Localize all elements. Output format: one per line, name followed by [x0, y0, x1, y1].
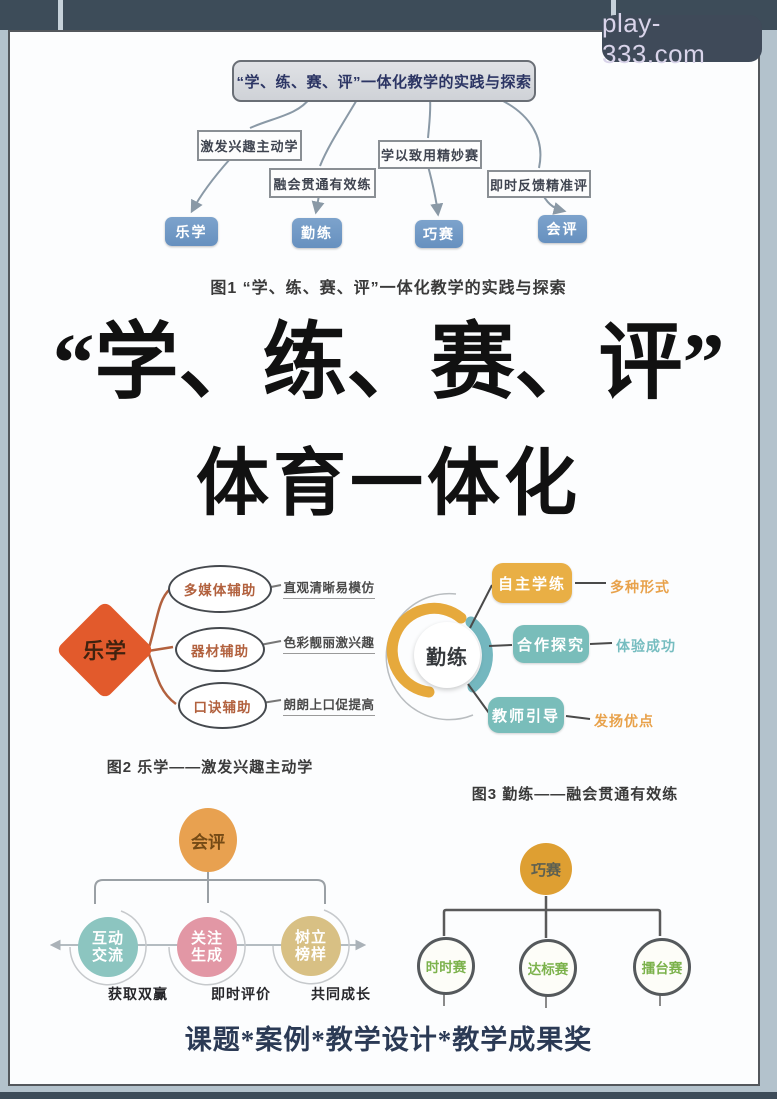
fig3-benefit-label: 多种形式	[610, 579, 670, 595]
watermark-badge: play-333.com	[602, 8, 762, 69]
fig1-root-node: “学、练、赛、评”一体化教学的实践与探索	[232, 60, 536, 102]
fig2-benefit-label: 直观清晰易模仿	[283, 577, 375, 599]
fig2-center-label: 乐学	[83, 640, 127, 663]
footer-awards-line: 课题*案例*教学设计*教学成果奖	[184, 1025, 593, 1055]
fig3-center-circle: 勤练	[414, 622, 480, 688]
main-title-line2: 体育一体化	[196, 443, 581, 524]
fig4-benefit-label: 获取双赢	[108, 986, 168, 1002]
fig4-node-label: 生成	[190, 947, 223, 964]
fig1-stage-qiaosai: 巧赛	[415, 220, 463, 248]
fig2-caption: 图2 乐学——激发兴趣主动学	[106, 759, 314, 776]
fig1-branch-label: 即时反馈精准评	[489, 177, 588, 193]
fig1-stage-label: 勤练	[301, 225, 333, 241]
fig2-benefit-label: 色彩靓丽激兴趣	[283, 632, 375, 654]
fig3-benefit-label: 体验成功	[616, 638, 676, 654]
fig1-caption: 图1 “学、练、赛、评”一体化教学的实践与探索	[210, 280, 567, 297]
fig5-center-circle: 巧赛	[520, 843, 572, 895]
fig3-node-label: 合作探究	[516, 636, 585, 654]
fig4-node-role-model: 树立 榜样	[281, 916, 341, 976]
fig1-stage-qinlian: 勤练	[292, 218, 342, 248]
watermark-text: play-333.com	[602, 7, 706, 69]
fig5-node-label: 达标赛	[527, 962, 569, 977]
fig2-node-multimedia: 多媒体辅助	[168, 565, 272, 613]
bottom-band	[0, 1092, 777, 1099]
fig4-benefit-label: 即时评价	[211, 986, 271, 1002]
fig3-node-teacher-guide: 教师引导	[488, 697, 564, 733]
fig1-stage-huiping: 会评	[538, 215, 587, 243]
fig3-center-label: 勤练	[426, 646, 468, 669]
top-band-tick	[58, 0, 63, 30]
fig3-node-cooperation: 合作探究	[513, 625, 589, 663]
fig4-center-ellipse: 会评	[179, 808, 237, 872]
fig4-benefit-label: 共同成长	[311, 986, 371, 1002]
fig3-caption: 图3 勤练——融会贯通有效练	[471, 786, 679, 803]
fig1-stage-label: 乐学	[175, 223, 208, 240]
fig1-branch-label: 融会贯通有效练	[273, 176, 372, 192]
fig5-node-arena-race: 擂台赛	[633, 938, 691, 996]
fig4-node-interaction: 互动 交流	[78, 917, 138, 977]
fig2-node-label: 口诀辅助	[193, 699, 252, 715]
fig3-node-self-practice: 自主学练	[492, 563, 572, 603]
fig1-stage-label: 会评	[546, 221, 579, 237]
fig4-node-label: 互动	[91, 929, 124, 947]
fig1-branch-evaluate: 即时反馈精准评	[487, 170, 591, 198]
fig3-node-label: 自主学练	[497, 575, 566, 593]
fig5-node-label: 时时赛	[425, 960, 467, 975]
fig5-node-label: 擂台赛	[641, 961, 683, 976]
fig4-node-label: 交流	[91, 947, 124, 964]
fig5-node-standard-race: 达标赛	[519, 939, 577, 997]
fig2-benefit-label: 朗朗上口促提高	[283, 694, 375, 716]
fig1-branch-label: 激发兴趣主动学	[200, 139, 299, 154]
fig1-branch-compete: 学以致用精妙赛	[378, 140, 482, 169]
fig4-node-label: 关注	[190, 929, 223, 947]
fig5-center-label: 巧赛	[530, 861, 561, 879]
fig2-node-label: 多媒体辅助	[183, 583, 257, 598]
fig5-node-anytime-race: 时时赛	[417, 937, 475, 995]
fig2-node-label: 器材辅助	[191, 643, 249, 659]
fig1-root-label: “学、练、赛、评”一体化教学的实践与探索	[236, 73, 532, 91]
fig4-node-label: 榜样	[294, 946, 327, 963]
main-title-line1: “学、练、赛、评”	[52, 317, 725, 410]
fig1-branch-learn: 激发兴趣主动学	[197, 130, 302, 161]
fig1-stage-lexue: 乐学	[165, 217, 218, 246]
fig4-center-label: 会评	[191, 832, 225, 852]
fig2-node-equipment: 器材辅助	[175, 627, 265, 672]
fig4-node-generation: 关注 生成	[177, 917, 237, 977]
fig1-stage-label: 巧赛	[423, 226, 455, 242]
fig1-branch-practice: 融会贯通有效练	[269, 168, 376, 198]
fig4-node-label: 树立	[294, 928, 327, 946]
fig2-node-mnemonic: 口诀辅助	[178, 682, 267, 729]
fig1-branch-label: 学以致用精妙赛	[380, 148, 479, 163]
fig3-node-label: 教师引导	[491, 707, 560, 725]
fig3-benefit-label: 发扬优点	[594, 713, 654, 729]
